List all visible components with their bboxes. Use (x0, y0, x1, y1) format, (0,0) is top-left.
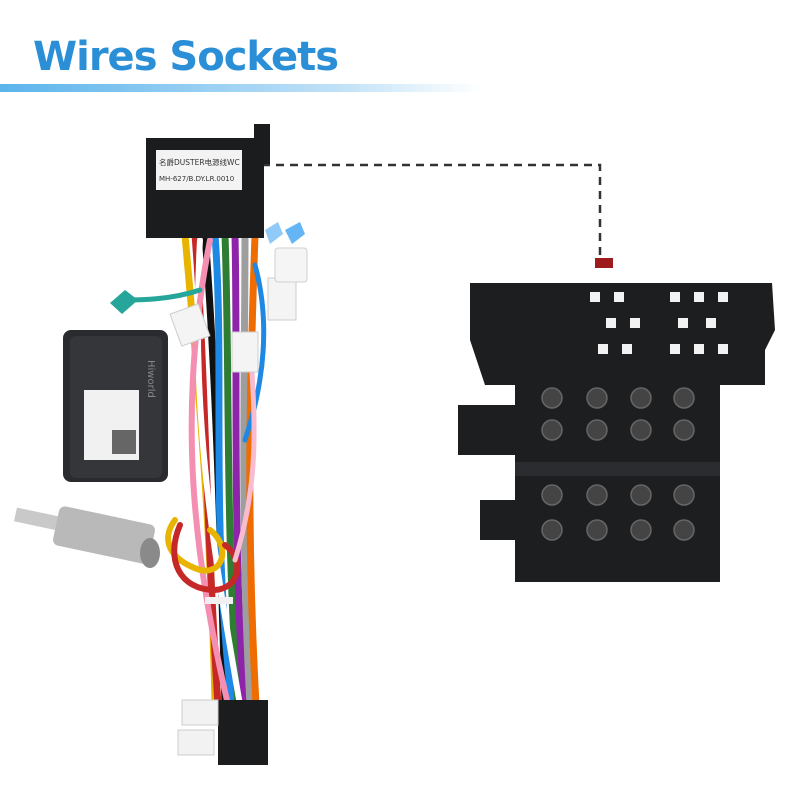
wire-tag (169, 303, 211, 347)
connector-label-line2: MH-627/B.DY.LR.0010 (159, 175, 234, 183)
cable-tie (205, 597, 233, 604)
connector-label-line1: 名爵DUSTER电源线WC (159, 157, 240, 167)
iso-connector (458, 258, 775, 582)
wire-tip (265, 222, 283, 244)
box-brand-label: Hiworld (145, 360, 156, 398)
decoder-box: Hiworld (63, 330, 168, 482)
title-underline (0, 84, 480, 92)
page-title: Wires Sockets (33, 34, 339, 80)
harness-bottom-connector (177, 699, 268, 765)
harness-top-connector: 名爵DUSTER电源线WC MH-627/B.DY.LR.0010 (146, 124, 270, 238)
antenna-adapter (14, 506, 160, 568)
wire-tag (231, 331, 259, 373)
dashed-guide-line (262, 163, 602, 262)
small-white-connector (274, 247, 308, 283)
wire-tag (267, 277, 297, 321)
wire-tip (285, 222, 305, 244)
wire-tip (110, 290, 138, 314)
